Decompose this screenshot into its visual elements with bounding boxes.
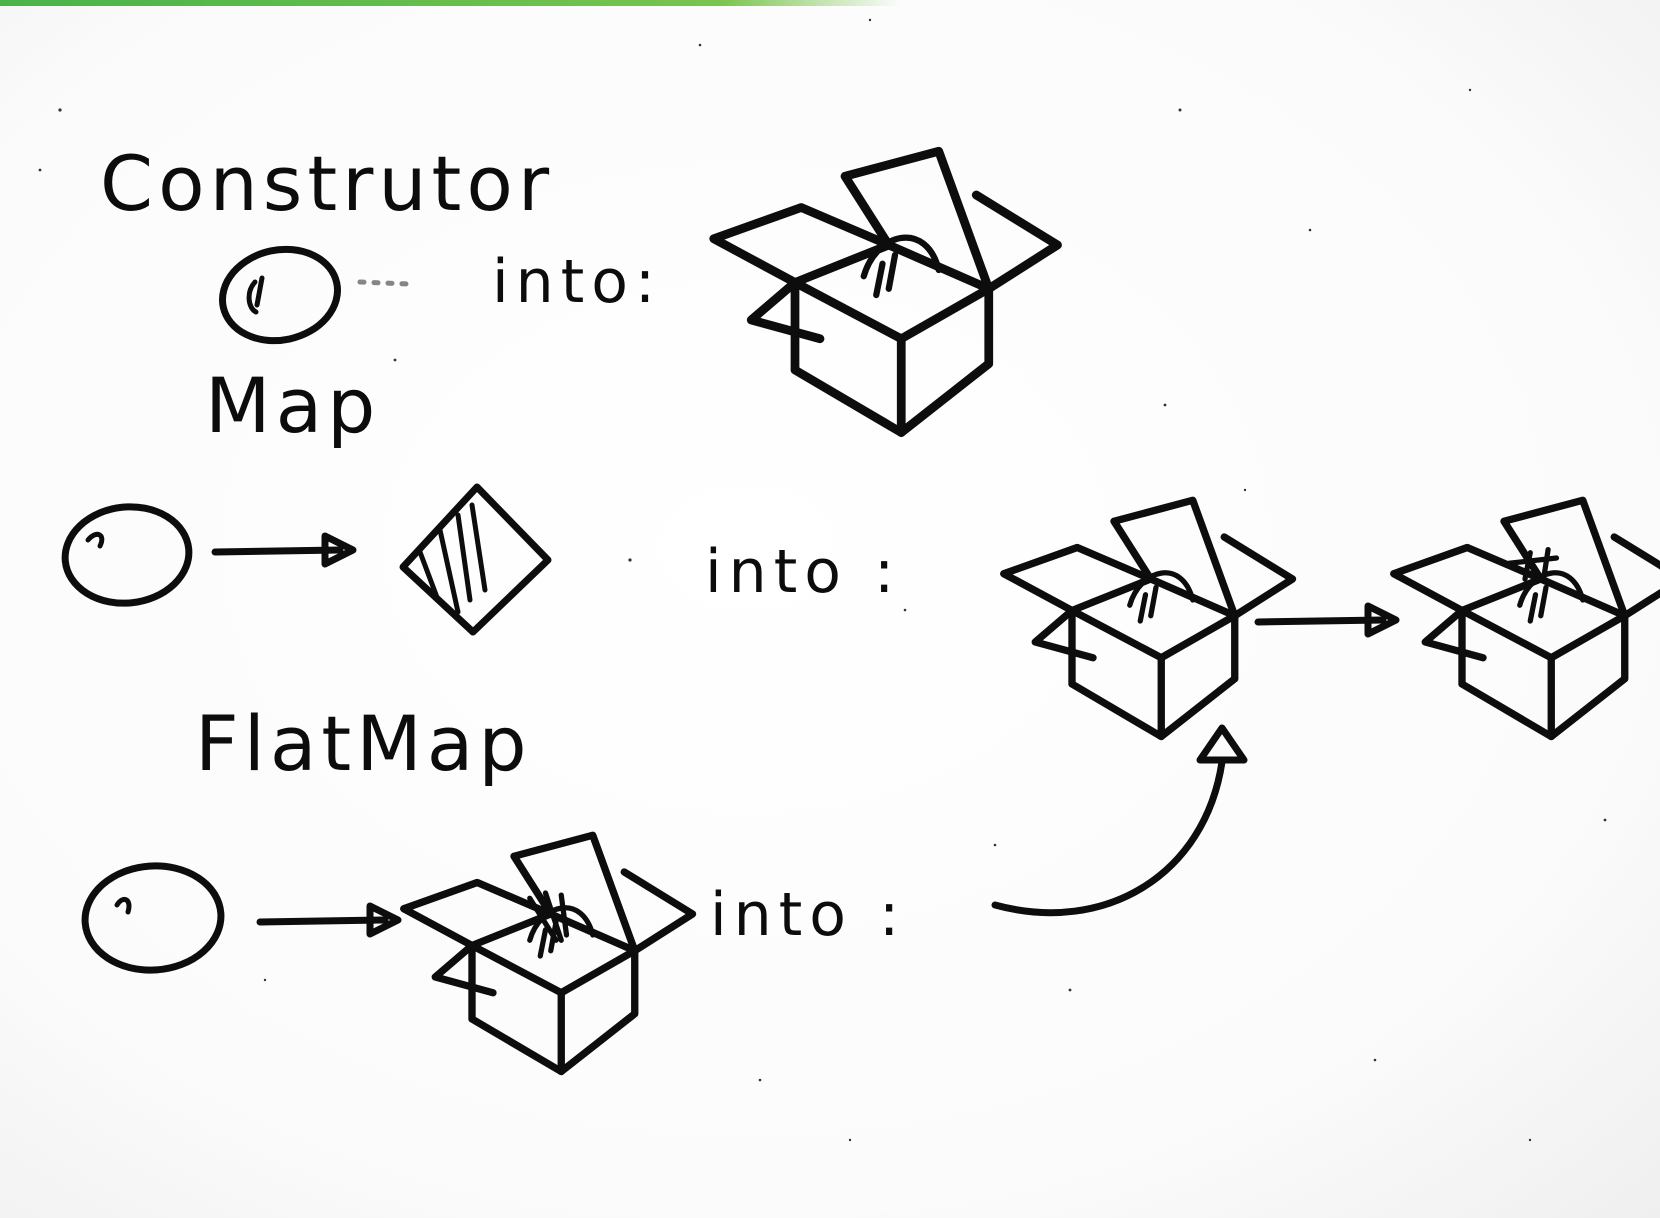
open-box-icon [1394, 500, 1660, 736]
faint-dash [357, 279, 411, 287]
circle-value-icon [219, 245, 341, 345]
diamond-value-icon [399, 483, 552, 636]
open-box-icon [404, 835, 693, 1071]
heading-map: Map [205, 361, 380, 450]
curved-arrow-up-icon [991, 724, 1248, 917]
circle-value-icon [61, 503, 193, 607]
circle-value-icon [81, 862, 225, 974]
open-box-icon [1004, 500, 1293, 736]
arrow-right-icon [215, 536, 353, 564]
heading-constructor: Construtor [100, 139, 554, 228]
into-label-constructor: into: [492, 247, 662, 317]
into-label-map: into : [705, 537, 901, 607]
arrow-right-icon [260, 906, 398, 934]
green-edge-strip [0, 0, 900, 6]
arrow-right-icon [1258, 606, 1396, 634]
into-label-flatmap: into : [710, 880, 906, 950]
open-box-icon [714, 151, 1058, 432]
heading-flatmap: FlatMap [195, 699, 532, 788]
paper-specks [38, 18, 1607, 1142]
